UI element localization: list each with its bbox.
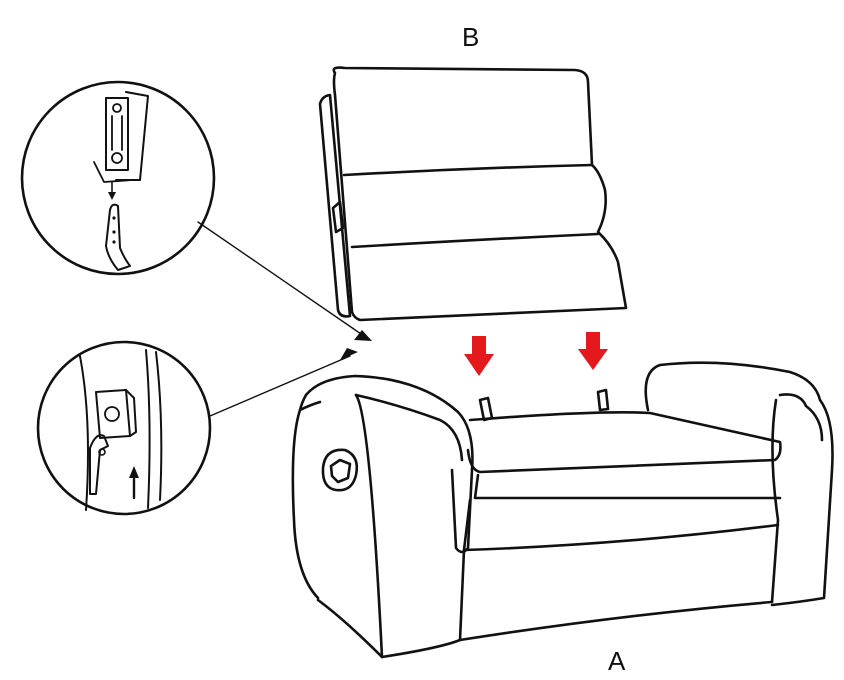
label-backrest: B [462,22,480,52]
label-seat: A [608,646,626,676]
leader-lines [197,221,365,417]
seat-tab-right [596,388,610,412]
leader-arrowhead-icons [340,330,372,360]
seat-a [291,361,834,659]
detail-circle-lower [36,340,212,516]
backrest-b [318,66,628,322]
placement-arrow-right-icon [578,332,608,370]
backrest-side-slot [331,200,345,234]
backrest-seam-lower [350,232,600,249]
backrest-seam-upper [342,163,594,177]
recline-handle-icon [321,448,359,492]
placement-arrow-left-icon [464,336,494,376]
seat-tab-left [478,396,494,422]
detail-circle-upper [20,80,216,276]
